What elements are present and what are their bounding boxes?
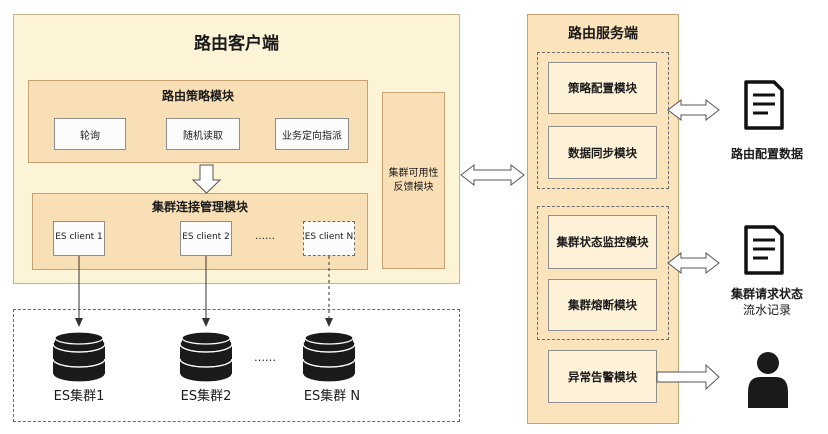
alarm-to-user-arrow	[656, 363, 720, 391]
cluster-status-monitor-module: 集群状态监控模块	[548, 215, 657, 269]
es-client-n: ES client N	[303, 221, 355, 256]
database-icon	[302, 331, 356, 383]
es-cluster-n-label: ES集群 N	[303, 388, 361, 404]
cluster-connection-title: 集群连接管理模块	[151, 199, 248, 214]
flow-record-label: 流水记录	[742, 302, 791, 317]
routing-config-data-label: 路由配置数据	[730, 146, 803, 161]
cluster-availability-feedback-module: 集群可用性 反馈模块	[382, 92, 445, 269]
es-cluster-ellipsis: ……	[254, 350, 276, 364]
server-status-double-arrow	[667, 251, 720, 275]
routing-strategy-title: 路由策略模块	[161, 88, 234, 103]
cluster-request-status-label: 集群请求状态	[730, 286, 803, 301]
es-cluster-2-label: ES集群2	[180, 388, 232, 404]
document-icon	[744, 225, 784, 275]
exception-alarm-module: 异常告警模块	[548, 350, 657, 403]
router-client-title: 路由客户端	[194, 33, 279, 54]
es-client-ellipsis: ……	[255, 230, 275, 242]
es-client-1: ES client 1	[53, 221, 105, 256]
cluster-circuit-breaker-module: 集群熔断模块	[548, 279, 657, 331]
strategy-targeted-assign: 业务定向指派	[275, 118, 349, 150]
database-icon	[179, 331, 233, 383]
document-icon	[744, 80, 784, 130]
data-sync-module: 数据同步模块	[548, 126, 657, 179]
server-group-cluster	[537, 206, 669, 340]
clientn-arrowhead	[325, 318, 333, 327]
strategy-round-robin: 轮询	[54, 118, 126, 150]
es-cluster-1-label: ES集群1	[53, 388, 105, 404]
router-server-title: 路由服务端	[568, 26, 638, 42]
user-icon	[748, 352, 788, 408]
es-client-2: ES client 2	[180, 221, 232, 256]
policy-config-module: 策略配置模块	[548, 62, 657, 114]
database-icon	[52, 331, 106, 383]
server-group-config	[537, 52, 669, 189]
client-server-double-arrow	[460, 163, 525, 187]
server-config-double-arrow	[667, 98, 720, 122]
strategy-to-connection-arrow	[191, 164, 222, 194]
client1-arrowhead	[75, 318, 83, 327]
strategy-random-read: 随机读取	[166, 118, 240, 150]
client2-arrowhead	[202, 318, 210, 327]
feedback-label: 集群可用性 反馈模块	[388, 167, 439, 193]
es-cluster-group	[13, 309, 460, 422]
